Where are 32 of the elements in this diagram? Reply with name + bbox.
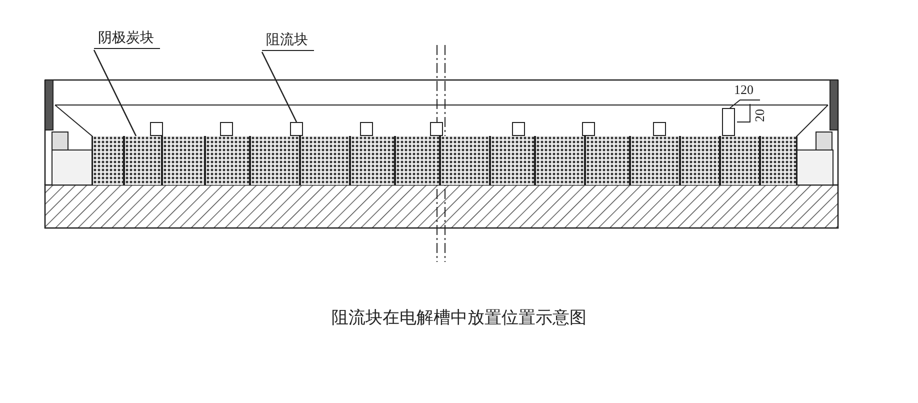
cathode-block [535,136,585,185]
callout-label: 阻流块 [262,32,314,51]
flow-block [722,108,735,136]
dimension-label: 20 [752,109,768,122]
cathode-block [720,136,760,185]
cathode-block [205,136,250,185]
cathode-block [630,136,680,185]
cathode-block [124,136,162,185]
cathode-block [680,136,720,185]
cathode-block [760,136,797,185]
flow-block [290,122,303,136]
flow-block [150,122,163,136]
cathode-block [395,136,440,185]
caption: 阻流块在电解槽中放置位置示意图 [330,307,588,329]
cathode-block [490,136,535,185]
cathode-block [440,136,490,185]
cathode-block [162,136,205,185]
cathode-block [92,136,124,185]
flow-block [220,122,233,136]
flow-block [512,122,525,136]
callout-label: 阴极炭块 [94,30,160,49]
cathode-block [585,136,630,185]
flow-block [360,122,373,136]
flow-block [582,122,595,136]
flow-block [653,122,666,136]
leader-line [93,50,137,136]
leader-line [261,52,298,122]
cathode-block [300,136,350,185]
cathode-block [250,136,300,185]
dimension-label: 120 [734,82,754,98]
flow-block [430,122,443,136]
cathode-block [350,136,395,185]
